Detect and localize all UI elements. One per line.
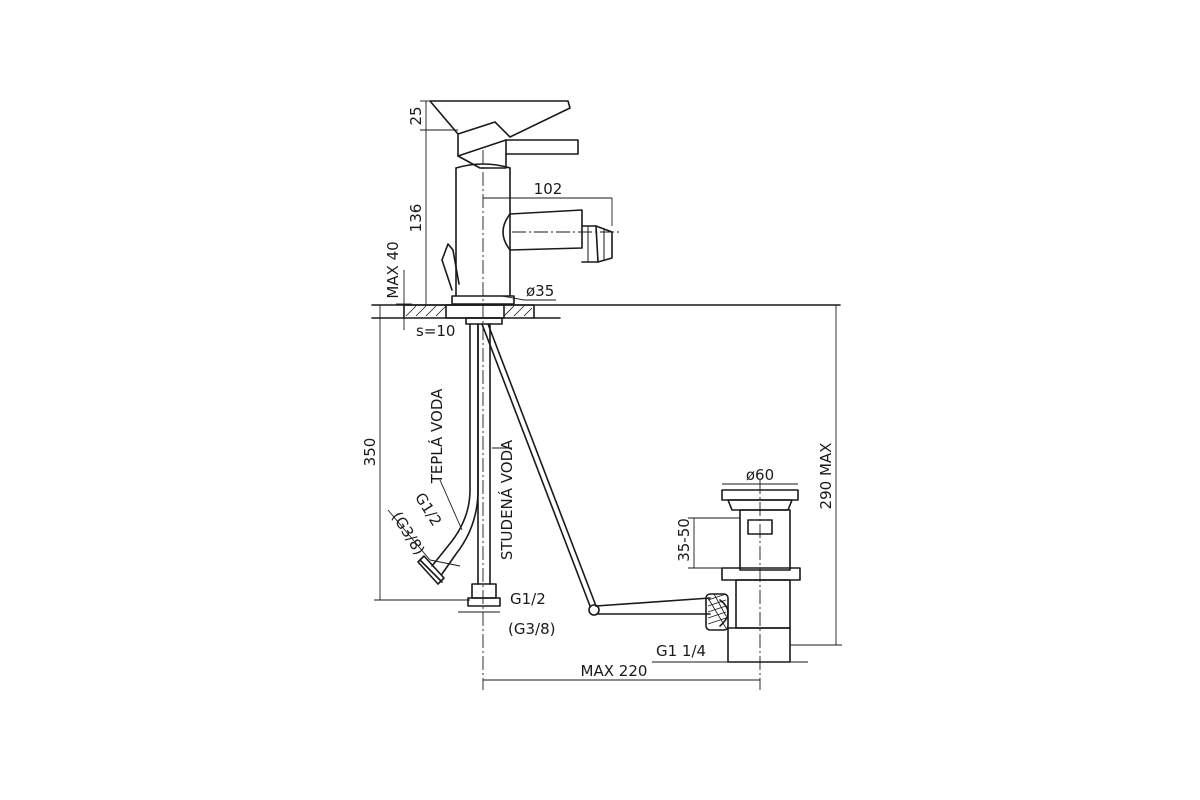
center-lines	[482, 150, 761, 690]
base-diameter-label: ø35	[526, 282, 554, 300]
waste-thread-label: G1 1/4	[656, 642, 706, 660]
hose-length-label: 350	[361, 438, 379, 467]
spout-reach-label: 102	[534, 180, 563, 198]
spout	[502, 209, 613, 263]
mounting-deck	[371, 304, 841, 325]
pop-up-rod	[481, 323, 711, 616]
hot-thread-label: G1/2	[411, 489, 445, 529]
waste-range-label: 35-50	[675, 518, 693, 562]
pop-up-height-label: 290 MAX	[817, 443, 835, 510]
max-reach-label: MAX 220	[581, 662, 648, 680]
max-deck-label: MAX 40	[384, 241, 402, 298]
lever-height-label: 25	[407, 106, 425, 125]
dimension-labels: 25 136 102 MAX 40 ø35 s=10 350 290 MAX ø…	[361, 106, 835, 680]
cold-water-label: STUDENÁ VODA	[497, 439, 516, 560]
waste-diameter-label: ø60	[746, 466, 774, 484]
cold-thread-label: G1/2	[510, 590, 546, 608]
dimension-lines	[374, 100, 842, 681]
deck-thickness-label: s=10	[416, 322, 455, 340]
hot-water-label: TEPLÁ VODA	[427, 388, 446, 485]
waste-assembly	[705, 489, 801, 663]
faucet-body	[429, 100, 579, 305]
cold-thread-alt-label: (G3/8)	[508, 620, 555, 638]
body-height-label: 136	[407, 204, 425, 233]
cold-water-hose	[467, 323, 501, 607]
